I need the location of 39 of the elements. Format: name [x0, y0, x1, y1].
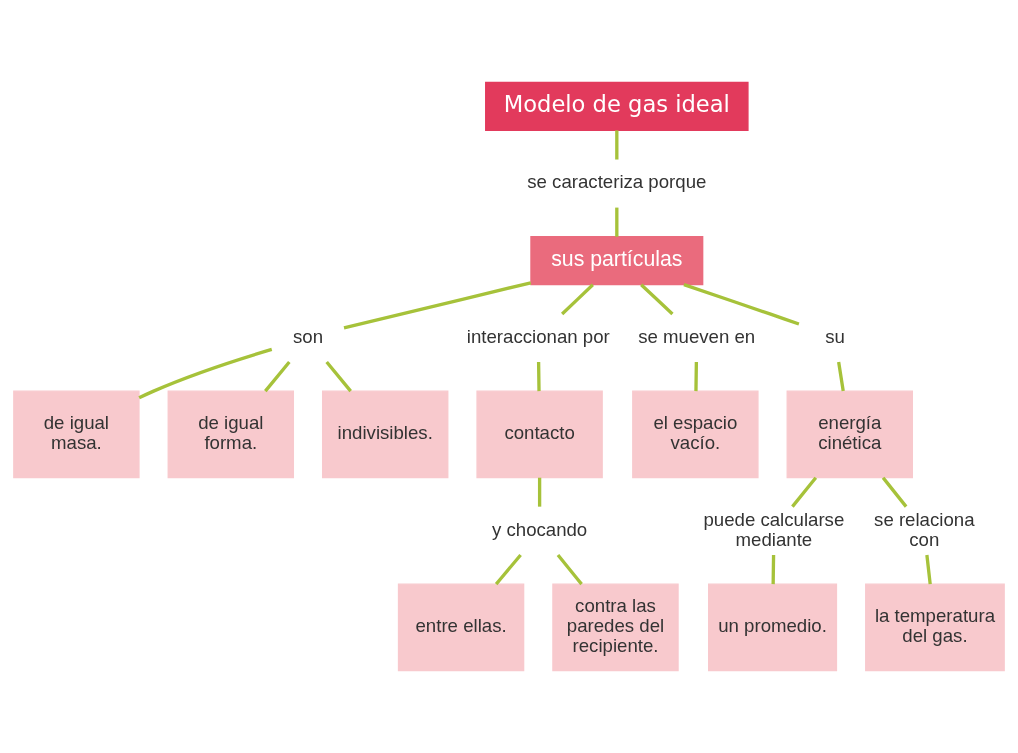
- node-box: energía cinética: [786, 390, 913, 479]
- node-box: entre ellas.: [397, 583, 525, 672]
- connector: [640, 283, 674, 316]
- connector: [325, 360, 352, 393]
- connector: [556, 553, 583, 586]
- node-text: su: [825, 325, 845, 347]
- node-box: indivisibles.: [321, 390, 449, 479]
- node-text: puede calcularse mediante: [703, 508, 845, 550]
- node-box: contra las paredes del recipiente.: [552, 583, 679, 672]
- node-box: un promedio.: [708, 583, 838, 672]
- connector: [771, 554, 776, 585]
- node-text: son: [292, 325, 324, 347]
- connector: [537, 477, 542, 507]
- connector: [683, 283, 800, 326]
- node-text: se caracteriza porque: [527, 171, 707, 193]
- node-box: de igual forma.: [167, 390, 295, 479]
- node-text: y chocando: [491, 518, 588, 540]
- node-text: se relaciona con: [874, 508, 975, 550]
- node-box: sus partículas: [530, 236, 704, 286]
- node-box: el espacio vacío.: [632, 390, 759, 479]
- node-box: la temperatura del gas.: [865, 583, 1005, 672]
- connector: [536, 361, 541, 392]
- connector: [791, 476, 818, 508]
- node-box: contacto: [476, 390, 603, 479]
- node-text: se mueven en: [638, 325, 756, 347]
- connector: [694, 361, 699, 392]
- connector: [264, 360, 291, 393]
- connector: [881, 476, 908, 508]
- connector: [925, 554, 932, 585]
- node-text: interaccionan por: [466, 325, 610, 347]
- connector: [494, 553, 522, 586]
- connector: [615, 130, 619, 160]
- connector: [615, 207, 619, 237]
- connector: [560, 283, 594, 316]
- connector: [837, 361, 845, 392]
- node-box: Modelo de gas ideal: [485, 81, 749, 131]
- node-box: de igual masa.: [13, 390, 140, 479]
- connector: [343, 281, 532, 330]
- connector: [138, 347, 273, 400]
